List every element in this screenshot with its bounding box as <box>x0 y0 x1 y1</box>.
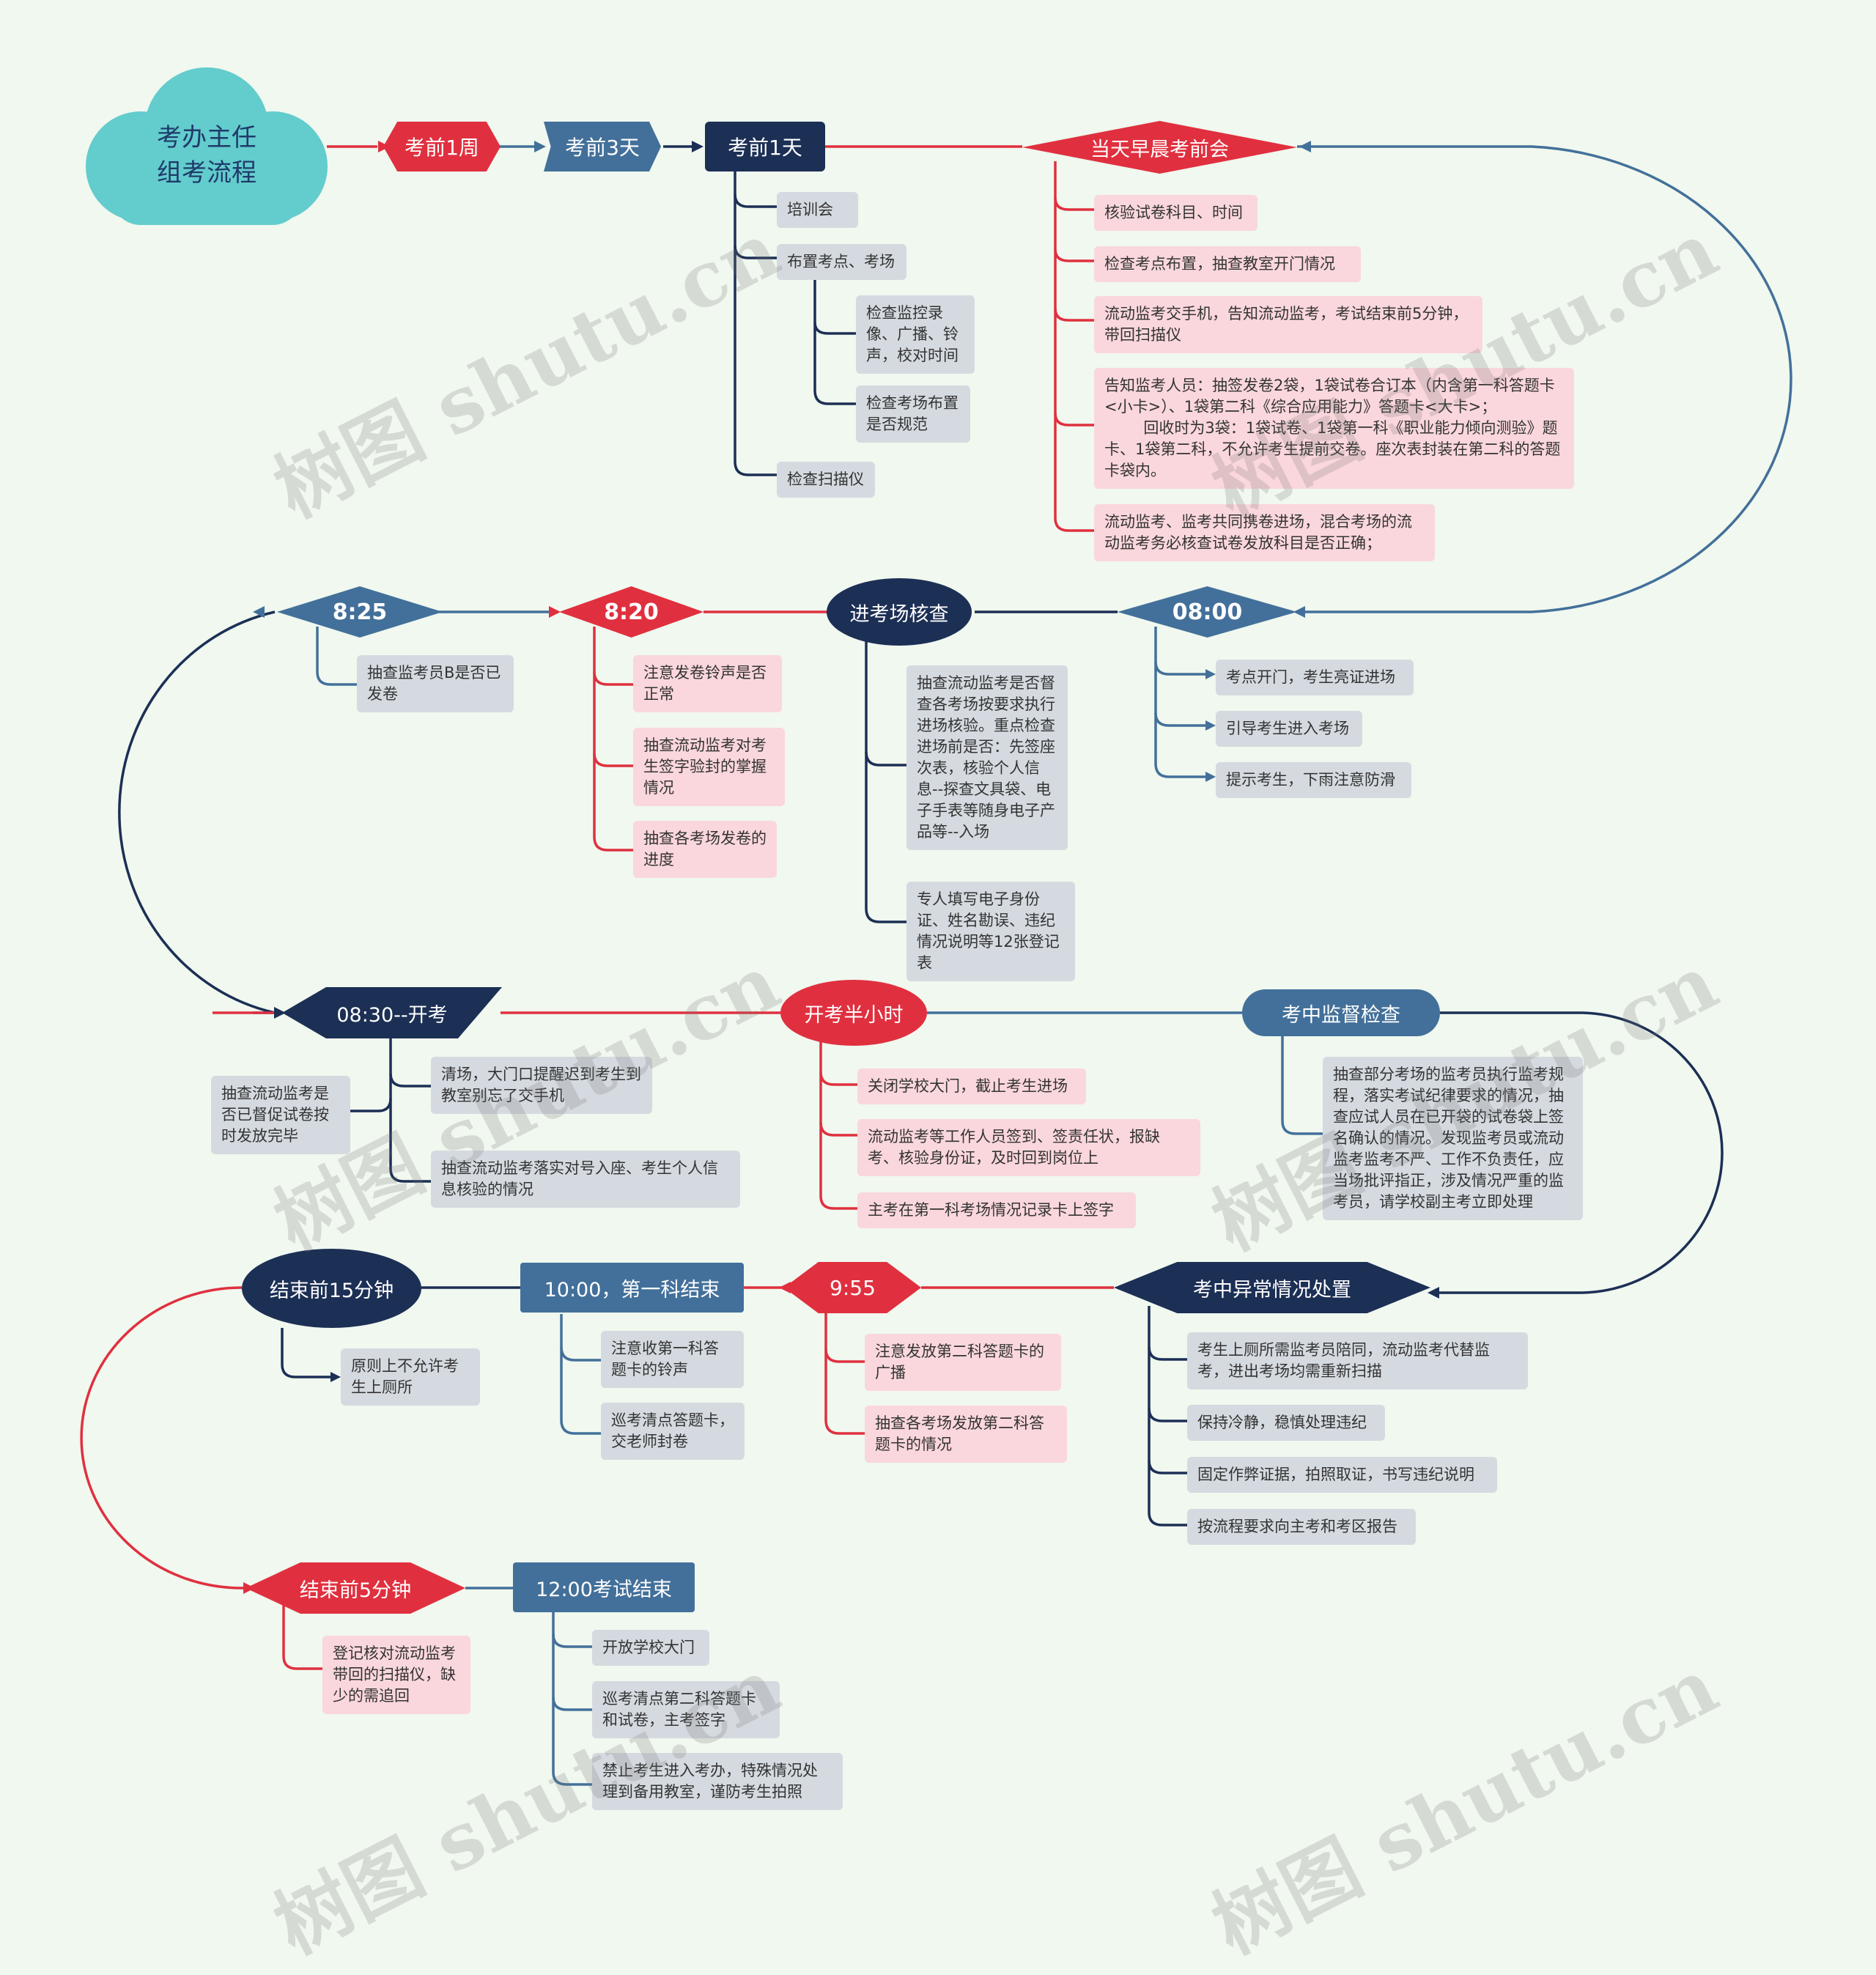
item-broadcast-second[interactable]: 注意发放第二科答题卡的广播 <box>865 1334 1061 1391</box>
item-no-entry-office[interactable]: 禁止考生进入考办，特殊情况处理到备用教室，谨防考生拍照 <box>592 1753 843 1810</box>
item-guide-candidates[interactable]: 引导考生进入考场 <box>1216 711 1362 747</box>
milestone-end5[interactable]: 结束前5分钟 <box>245 1562 465 1614</box>
item-arrange-venue[interactable]: 布置考点、考场 <box>777 244 906 280</box>
item-inform-proctors[interactable]: 告知监考人员：抽签发卷2袋，1袋试卷合订本（内含第一科答题卡<小卡>）、1袋第二… <box>1094 368 1574 489</box>
item-count-second[interactable]: 巡考清点第二科答题卡和试卷，主考签字 <box>592 1681 780 1738</box>
item-count-cards[interactable]: 巡考清点答题卡，交老师封卷 <box>601 1403 745 1460</box>
item-no-toilet[interactable]: 原则上不允许考生上厕所 <box>341 1348 480 1406</box>
item-second-card-check[interactable]: 抽查各考场发放第二科答题卡的情况 <box>865 1406 1067 1463</box>
item-entry-inspection[interactable]: 抽查流动监考是否督查各考场按要求执行进场核验。重点检查进场前是否：先签座次表，核… <box>906 665 1068 850</box>
item-carry-papers[interactable]: 流动监考、监考共同携卷进场，混合考场的流动监考务必核查试卷发放科目是否正确； <box>1094 504 1435 561</box>
milestone-half-hour[interactable]: 开考半小时 <box>780 980 927 1046</box>
item-check-venue[interactable]: 检查考点布置，抽查教室开门情况 <box>1094 246 1361 282</box>
milestone-anomaly[interactable]: 考中异常情况处置 <box>1114 1262 1430 1313</box>
cloud-shape-icon <box>86 67 328 225</box>
item-proctor-b-check[interactable]: 抽查监考员B是否已发卷 <box>357 655 514 712</box>
item-open-gate[interactable]: 考点开门，考生亮证进场 <box>1216 660 1414 695</box>
item-toilet-escort[interactable]: 考生上厕所需监考员陪同，流动监考代替监考，进出考场均需重新扫描 <box>1187 1332 1528 1389</box>
milestone-entry-check[interactable]: 进考场核查 <box>827 578 972 646</box>
item-close-gate[interactable]: 关闭学校大门，截止考生进场 <box>857 1068 1086 1104</box>
item-training[interactable]: 培训会 <box>777 192 858 228</box>
item-check-monitor[interactable]: 检查监控录像、广播、铃声，校对时间 <box>856 295 975 374</box>
item-stay-calm[interactable]: 保持冷静，稳慎处理违纪 <box>1187 1405 1385 1441</box>
milestone-supervision[interactable]: 考中监督检查 <box>1242 989 1440 1036</box>
item-registration-forms[interactable]: 专人填写电子身份证、姓名勘误、违纪情况说明等12张登记表 <box>906 882 1075 981</box>
item-report[interactable]: 按流程要求向主考和考区报告 <box>1187 1509 1416 1545</box>
milestone-week[interactable]: 考前1周 <box>383 122 501 171</box>
item-chief-sign[interactable]: 主考在第一科考场情况记录卡上签字 <box>857 1192 1136 1228</box>
item-clear-venue[interactable]: 清场，大门口提醒迟到考生到教室别忘了交手机 <box>431 1057 652 1114</box>
item-evidence[interactable]: 固定作弊证据，拍照取证，书写违纪说明 <box>1187 1457 1497 1493</box>
item-seal-check[interactable]: 抽查流动监考对考生签字验封的掌握情况 <box>633 728 785 806</box>
item-scanner-return[interactable]: 登记核对流动监考带回的扫描仪，缺少的需追回 <box>322 1636 470 1714</box>
item-check-layout[interactable]: 检查考场布置是否规范 <box>856 385 970 443</box>
item-seat-check[interactable]: 抽查流动监考落实对号入座、考生个人信息核验的情况 <box>431 1151 740 1208</box>
item-verify-papers[interactable]: 核验试卷科目、时间 <box>1094 195 1258 231</box>
item-distribution-progress[interactable]: 抽查各考场发卷的进度 <box>633 821 777 878</box>
milestone-day1[interactable]: 考前1天 <box>705 122 825 171</box>
milestone-3days[interactable]: 考前3天 <box>544 122 661 171</box>
item-papers-on-time[interactable]: 抽查流动监考是否已督促试卷按时发放完毕 <box>211 1076 350 1154</box>
item-bell-check[interactable]: 注意发卷铃声是否正常 <box>633 655 782 712</box>
root-cloud[interactable]: 考办主任 组考流程 <box>67 67 346 225</box>
root-title: 考办主任 组考流程 <box>157 123 256 188</box>
item-spot-check[interactable]: 抽查部分考场的监考员执行监考规程，落实考试纪律要求的情况，抽查应试人员在已开袋的… <box>1323 1057 1583 1220</box>
item-check-scanner[interactable]: 检查扫描仪 <box>777 462 875 498</box>
milestone-1200[interactable]: 12:00考试结束 <box>513 1562 695 1612</box>
item-open-school-gate[interactable]: 开放学校大门 <box>592 1630 709 1666</box>
item-staff-signin[interactable]: 流动监考等工作人员签到、签责任状，报缺考、核验身份证，及时回到岗位上 <box>857 1119 1200 1176</box>
connector-lines <box>80 141 1792 1786</box>
milestone-end15[interactable]: 结束前15分钟 <box>242 1249 421 1328</box>
item-rain-reminder[interactable]: 提示考生，下雨注意防滑 <box>1216 762 1411 798</box>
item-mobile-monitor[interactable]: 流动监考交手机，告知流动监考，考试结束前5分钟，带回扫描仪 <box>1094 296 1482 353</box>
milestone-0830[interactable]: 08:30--开考 <box>282 987 502 1038</box>
milestone-1000[interactable]: 10:00，第一科结束 <box>520 1263 744 1313</box>
item-collect-bell[interactable]: 注意收第一科答题卡的铃声 <box>601 1331 744 1388</box>
